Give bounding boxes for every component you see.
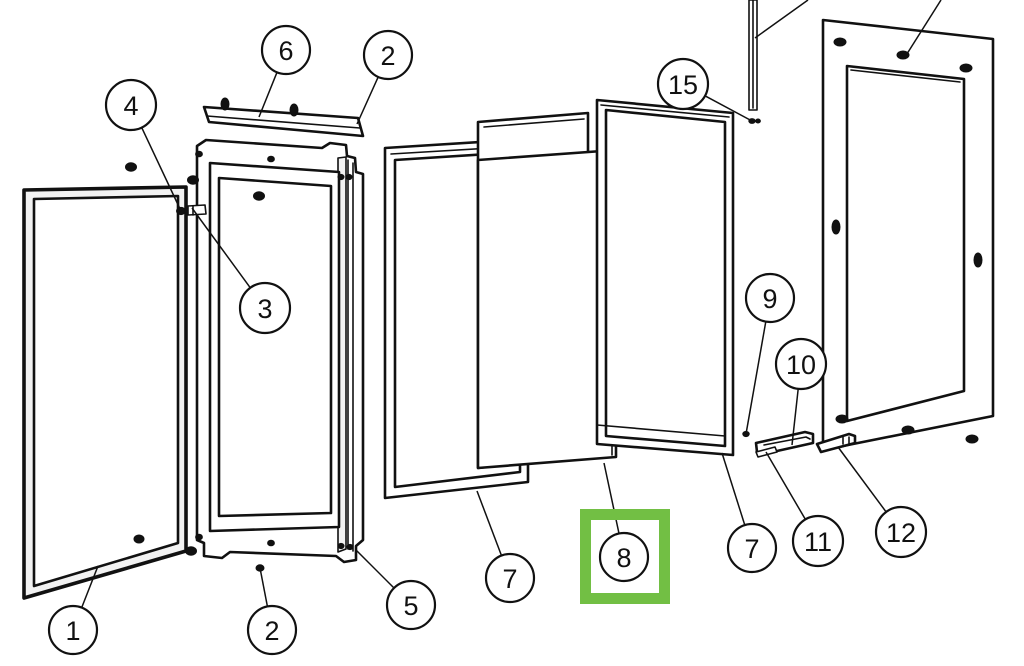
balloon-circle-1[interactable]	[47, 604, 99, 656]
balloon-circle-7[interactable]	[484, 552, 536, 604]
panel-hole-tr	[959, 63, 973, 73]
balloon-circle-6[interactable]	[260, 24, 312, 76]
balloon-circle-12[interactable]	[874, 505, 928, 559]
balloon-label: 4	[123, 91, 138, 121]
balloon-label: 9	[762, 284, 777, 314]
balloon-label: 1	[65, 616, 80, 646]
balloon-label: 7	[744, 534, 759, 564]
leader-line-5	[355, 549, 395, 589]
leader-line-7	[721, 452, 746, 526]
balloon-circle-4[interactable]	[104, 78, 158, 132]
panel-hole-ml	[831, 219, 841, 235]
balloon-circle-15[interactable]	[656, 57, 710, 111]
panel-hole-bl	[835, 414, 849, 424]
balloon-label: 2	[380, 41, 395, 71]
balloon-label: 2	[264, 616, 279, 646]
balloon-label: 11	[804, 527, 832, 557]
callout-balloon-4[interactable]: 4	[104, 78, 182, 212]
screw-4a	[125, 162, 137, 172]
part-outer-glass-gasket-frame	[595, 98, 735, 457]
balloon-label: 5	[403, 591, 418, 621]
callout-balloon-7[interactable]: 7	[476, 490, 536, 604]
panel-hole-br	[965, 434, 979, 444]
part-door-inner-frame-panel	[195, 138, 365, 564]
part-glass-panel	[476, 148, 618, 470]
callout-balloon-7[interactable]: 7	[721, 452, 778, 574]
leader-line-15	[704, 95, 753, 122]
callout-balloon-12[interactable]: 12	[837, 446, 928, 559]
leader-line-4	[141, 127, 182, 212]
leader-line-8	[603, 462, 620, 534]
leader-line-7	[476, 490, 503, 556]
rod-pin-marker-2	[755, 118, 761, 124]
balloon-circle-3[interactable]	[238, 281, 292, 335]
callout-balloon-8[interactable]: 8	[598, 462, 650, 583]
panel-hole-tl	[833, 37, 847, 47]
screw-4d	[185, 546, 197, 556]
balloon-circle-11[interactable]	[791, 514, 845, 568]
balloon-circle-9[interactable]	[744, 272, 796, 324]
callout-balloon-5[interactable]: 5	[355, 549, 437, 631]
balloon-circle-8[interactable]	[598, 531, 650, 583]
trim-screw-a	[220, 97, 230, 111]
balloon-label: 7	[502, 564, 517, 594]
callout-balloon-6[interactable]: 6	[258, 24, 312, 118]
leader-line-10	[791, 388, 799, 446]
part-outer-door-panel-frame	[821, 18, 995, 452]
callout-balloon-1[interactable]: 1	[47, 565, 99, 656]
part-retaining-bar	[815, 432, 857, 454]
panel-hole-bc	[901, 425, 915, 435]
leader-line-12	[837, 446, 887, 513]
offscreen-leader-lines	[754, 0, 942, 58]
balloon-label: 6	[278, 36, 293, 66]
balloon-label: 10	[786, 350, 816, 380]
callout-balloon-15[interactable]: 15	[656, 57, 753, 122]
balloon-circle-7[interactable]	[726, 522, 778, 574]
callout-balloon-11[interactable]: 11	[765, 451, 845, 568]
callout-balloon-10[interactable]: 10	[774, 337, 828, 446]
leader-line-6	[258, 72, 278, 118]
part-vertical-rod	[748, 0, 761, 124]
balloon-circle-5[interactable]	[385, 579, 437, 631]
part-top-trim-strip	[202, 97, 365, 138]
part-hinge-pin-retainer	[187, 204, 207, 216]
balloon-label: 15	[668, 70, 698, 100]
trim-screw-b	[289, 103, 299, 117]
leader-line-2	[356, 76, 379, 125]
balloon-label: 8	[616, 543, 631, 573]
frame-stud-upper	[253, 191, 265, 201]
seal-clip-marker	[133, 534, 145, 544]
leader-line-9	[745, 321, 767, 435]
panel-hole-mr	[973, 252, 983, 268]
leader-line-11	[765, 451, 807, 520]
leader-line-1	[81, 565, 99, 608]
balloon-label: 12	[886, 518, 916, 548]
balloon-label: 3	[257, 294, 272, 324]
callout-balloon-3[interactable]: 3	[191, 207, 292, 335]
callout-balloons: 1 4 3 6 2 2 5 7 8 7 15 9 10 11 12	[47, 24, 928, 656]
part-outer-door-gasket-seal	[22, 185, 188, 600]
balloon-circle-2[interactable]	[362, 29, 414, 81]
callout-balloon-2[interactable]: 2	[246, 567, 298, 656]
balloon-circle-2[interactable]	[246, 604, 298, 656]
leader-line-3	[191, 207, 251, 289]
callout-balloon-2[interactable]: 2	[356, 29, 414, 125]
panel-hole-tc	[896, 50, 910, 60]
screw-4b	[187, 175, 199, 185]
balloon-circle-10[interactable]	[774, 337, 828, 391]
callout-balloon-9[interactable]: 9	[744, 272, 796, 435]
part-fastener-screws	[125, 162, 265, 572]
leader-line-2	[259, 567, 269, 607]
